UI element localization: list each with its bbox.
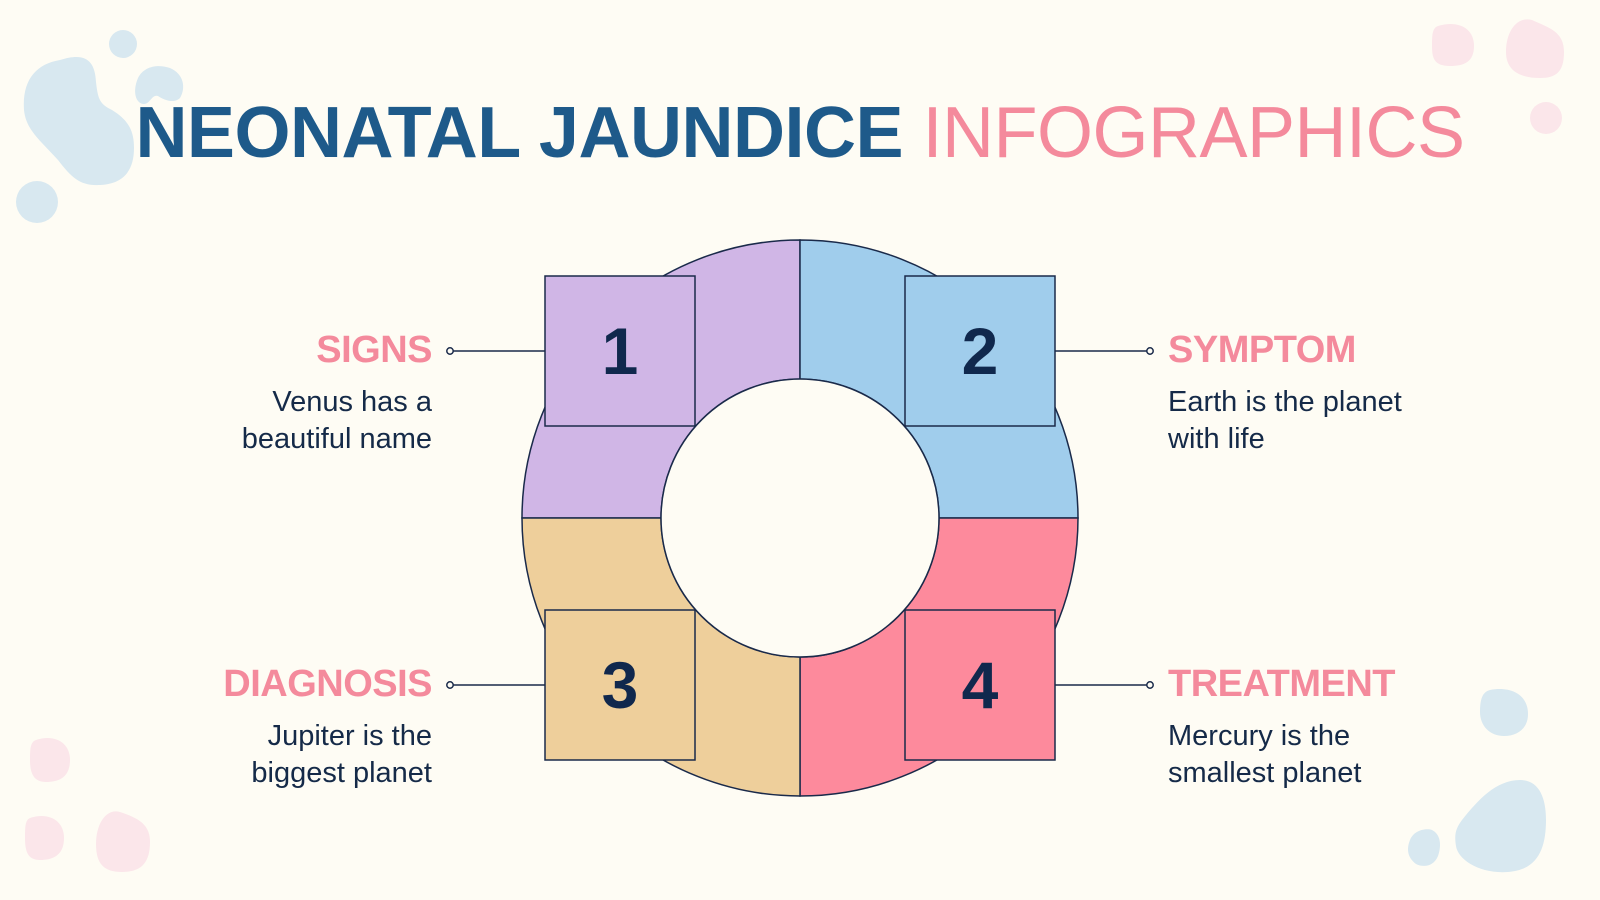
step-number-1: 1 (601, 314, 639, 388)
step-number-2: 2 (961, 314, 999, 388)
step-description: Earth is the planet with life (1168, 386, 1402, 455)
ring-center (660, 378, 940, 658)
title-bold: NEONATAL JAUNDICE (135, 93, 903, 173)
step-number-3: 3 (601, 648, 639, 722)
decorative-blobs-top-left (16, 30, 184, 223)
step-number-4: 4 (961, 648, 999, 722)
step-heading: SYMPTOM (1168, 329, 1356, 371)
step-heading: SIGNS (316, 329, 432, 371)
step-symptom: SYMPTOM Earth is the planet with life (1168, 328, 1428, 458)
step-description: Mercury is the smallest planet (1168, 720, 1362, 789)
step-signs: SIGNS Venus has a beautiful name (172, 328, 433, 458)
step-treatment: TREATMENT Mercury is the smallest planet (1168, 662, 1428, 792)
decorative-blobs-top-right (1432, 19, 1564, 134)
number-box-2 (904, 275, 1056, 427)
decorative-blobs-bottom-right (1408, 689, 1546, 873)
decorative-blobs-bottom-left (25, 738, 150, 872)
title-light: INFOGRAPHICS (922, 93, 1466, 173)
step-heading: DIAGNOSIS (223, 663, 432, 705)
step-heading: TREATMENT (1168, 663, 1396, 705)
number-box-4 (904, 609, 1056, 761)
number-box-1 (544, 275, 696, 427)
page-title: NEONATAL JAUNDICE INFOGRAPHICS (0, 90, 1600, 176)
number-box-3 (544, 609, 696, 761)
step-description: Venus has a beautiful name (241, 386, 432, 455)
step-description: Jupiter is the biggest planet (251, 720, 432, 789)
step-diagnosis: DIAGNOSIS Jupiter is the biggest planet (172, 662, 432, 792)
